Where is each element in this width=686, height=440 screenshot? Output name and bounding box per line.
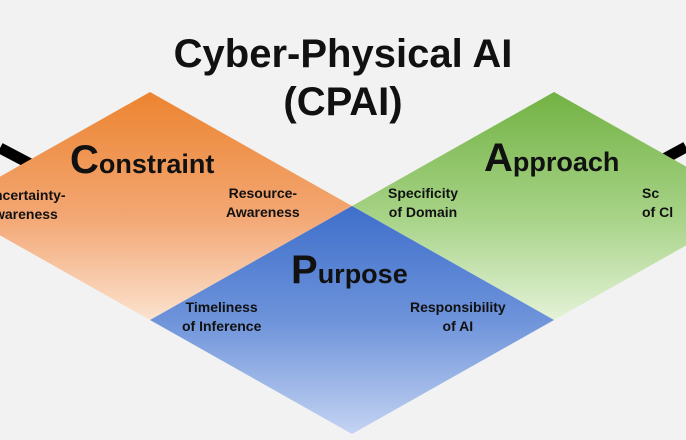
approach-left-label-text: Specificity of Domain (388, 185, 459, 220)
purpose-diamond (150, 206, 554, 434)
purpose-heading-rest: urpose (317, 259, 408, 289)
approach-initial: A (484, 136, 513, 180)
approach-left-label: Specificity of Domain (388, 184, 458, 222)
approach-heading-rest: pproach (512, 147, 620, 177)
approach-right-label-text: Sc of Cl (642, 185, 674, 220)
approach-right-label: Sc of Cl (642, 184, 673, 222)
approach-diamond (352, 92, 686, 320)
purpose-initial: P (291, 248, 318, 292)
constraint-diamond (0, 92, 352, 320)
constraint-right-label-text: Resource- Awareness (226, 185, 300, 220)
purpose-right-label-text: Responsibility of AI (410, 299, 506, 334)
purpose-left-label: Timeliness of Inference (182, 298, 261, 336)
diagram-title-line1: Cyber-Physical AI (173, 32, 513, 76)
constraint-left-label-text: ncertainty- wareness (0, 187, 66, 222)
constraint-heading: Constraint (70, 140, 214, 180)
purpose-right-label: Responsibility of AI (410, 298, 506, 336)
constraint-left-label: ncertainty- wareness (0, 186, 66, 224)
constraint-right-label: Resource- Awareness (226, 184, 300, 222)
constraint-heading-rest: onstraint (98, 149, 215, 179)
purpose-heading: Purpose (291, 250, 408, 290)
approach-heading: Approach (484, 138, 619, 178)
purpose-left-label-text: Timeliness of Inference (182, 299, 262, 334)
constraint-initial: C (70, 138, 99, 182)
diagram-title-line2: (CPAI) (283, 80, 403, 124)
